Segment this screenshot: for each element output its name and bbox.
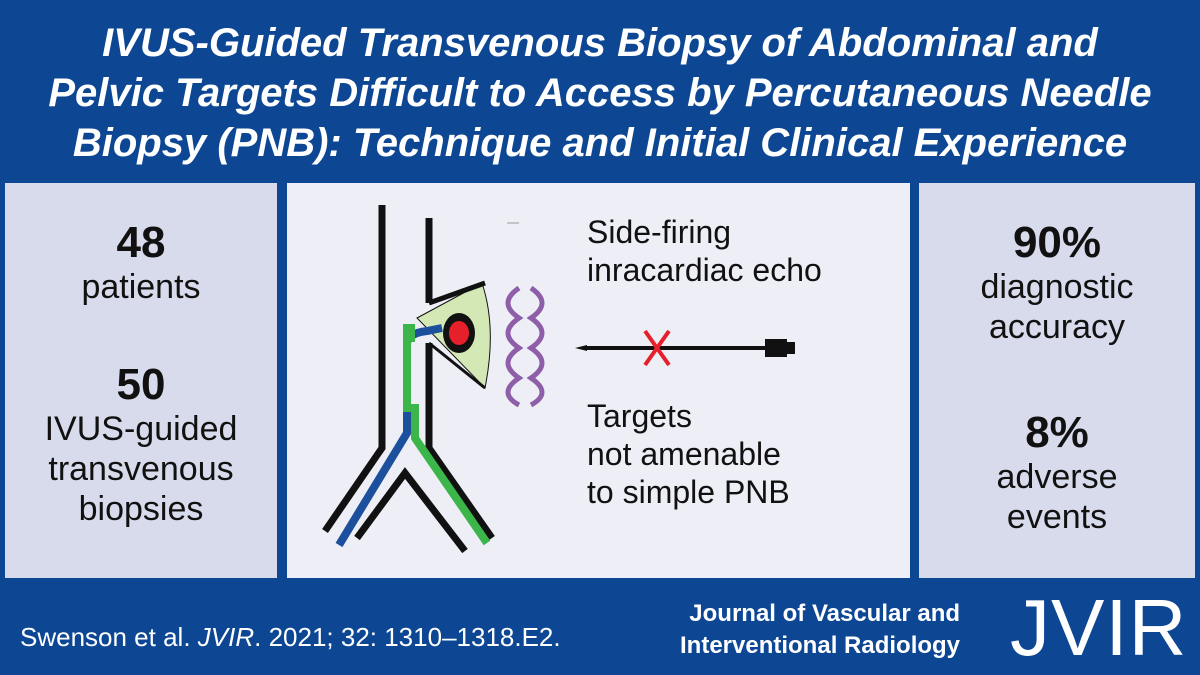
title-line-2: Pelvic Targets Difficult to Access by Pe… xyxy=(48,71,1152,115)
stat-patients: 48 patients xyxy=(5,219,277,307)
aperture-bottom xyxy=(428,341,486,390)
echo-label-line: inracardiac echo xyxy=(587,252,822,288)
stat-adverse-events: 8% adverse events xyxy=(919,409,1195,537)
vessel-wall-left xyxy=(322,205,386,533)
needle-hub xyxy=(765,339,787,357)
stat-value: 50 xyxy=(116,360,166,409)
cross-icon xyxy=(643,329,671,367)
echo-label: Side-firing inracardiac echo xyxy=(587,213,822,289)
title-line-3: Biopsy (PNB): Technique and Initial Clin… xyxy=(72,121,1128,165)
aperture-top xyxy=(428,280,486,306)
page-title: IVUS-Guided Transvenous Biopsy of Abdomi… xyxy=(0,18,1200,168)
stat-label: events xyxy=(1006,498,1108,536)
center-diagram-panel: Side-firing inracardiac echo Targets not… xyxy=(287,183,910,578)
journal-name: Journal of Vascular and Interventional R… xyxy=(680,598,960,662)
stat-label: transvenous xyxy=(48,450,234,488)
right-stats-panel: 90% diagnostic accuracy 8% adverse event… xyxy=(919,183,1195,578)
jvir-logo: JVIR xyxy=(1010,583,1188,672)
stat-value: 90% xyxy=(1012,218,1102,267)
title-line-1: IVUS-Guided Transvenous Biopsy of Abdomi… xyxy=(102,21,1098,65)
stat-biopsies: 50 IVUS-guided transvenous biopsies xyxy=(5,361,277,529)
stat-value: 48 xyxy=(116,218,166,267)
targets-label: Targets not amenable to simple PNB xyxy=(587,397,790,511)
vessel-bifurcation xyxy=(354,467,468,554)
echo-label-line: Side-firing xyxy=(587,214,732,250)
targets-label-line: not amenable xyxy=(587,436,781,472)
stat-value: 8% xyxy=(1025,408,1089,457)
citation-suffix: . 2021; 32: 1310–1318.E2. xyxy=(254,622,561,652)
biopsy-diagram xyxy=(322,205,795,554)
stat-label: biopsies xyxy=(78,490,204,528)
journal-name-line: Interventional Radiology xyxy=(680,632,961,659)
left-stats-panel: 48 patients 50 IVUS-guided transvenous b… xyxy=(5,183,277,578)
citation-prefix: Swenson et al. xyxy=(20,622,198,652)
journal-name-line: Journal of Vascular and xyxy=(689,600,961,627)
stat-label: IVUS-guided xyxy=(44,410,238,448)
stat-label: adverse xyxy=(996,458,1118,496)
citation: Swenson et al. JVIR. 2021; 32: 1310–1318… xyxy=(20,622,561,652)
citation-journal: JVIR xyxy=(197,622,255,652)
bowel-brackets-left xyxy=(505,285,524,408)
stat-diagnostic-accuracy: 90% diagnostic accuracy xyxy=(919,219,1195,347)
needle-end xyxy=(785,342,795,354)
targets-label-line: Targets xyxy=(587,398,692,434)
vessel-wall-right xyxy=(425,218,495,541)
bowel-brackets-right xyxy=(526,285,545,408)
stat-label: patients xyxy=(81,268,201,306)
needle-tip xyxy=(575,345,587,351)
stat-label: diagnostic xyxy=(980,268,1134,306)
stat-label: accuracy xyxy=(988,308,1126,346)
catheter-green xyxy=(403,333,491,546)
targets-label-line: to simple PNB xyxy=(587,474,790,510)
target-core xyxy=(449,321,469,345)
catheter-tip xyxy=(403,324,415,342)
